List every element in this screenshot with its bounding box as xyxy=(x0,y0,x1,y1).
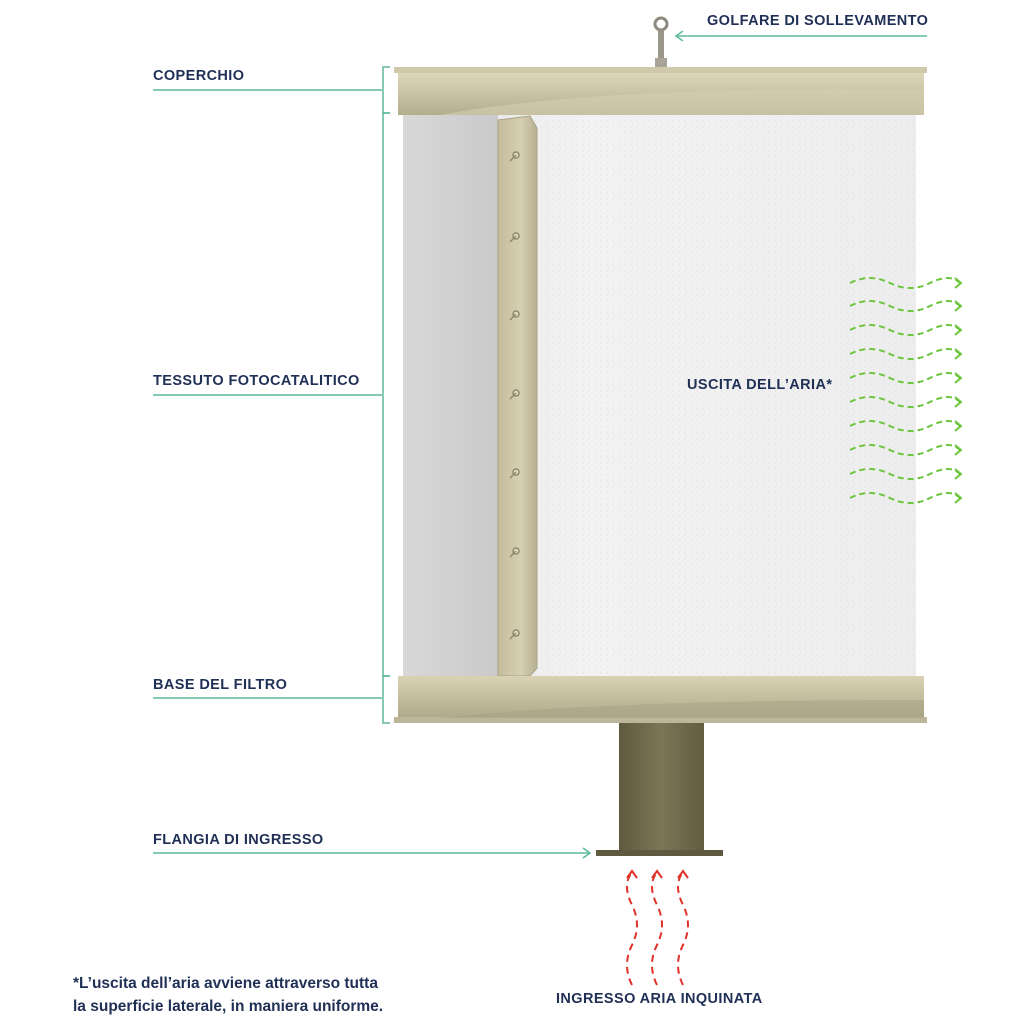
footnote: *L’uscita dell’aria avviene attraverso t… xyxy=(73,972,383,1018)
inlet-duct xyxy=(596,723,723,856)
label-inlet-flange: FLANGIA DI INGRESSO xyxy=(153,832,324,848)
outlet-air-arrows xyxy=(849,277,961,504)
footnote-line-2: la superficie laterale, in maniera unifo… xyxy=(73,998,384,1015)
leader-lines xyxy=(153,30,927,859)
filter-base xyxy=(394,676,927,723)
footnote-line-1: *L’uscita dell’aria avviene attraverso t… xyxy=(73,975,378,992)
label-lid: COPERCHIO xyxy=(153,68,245,84)
inlet-arrowheads xyxy=(626,869,689,879)
lifting-eyebolt xyxy=(653,16,669,67)
label-polluted-air-inlet: INGRESSO ARIA INQUINATA xyxy=(556,991,763,1007)
photocatalytic-fabric xyxy=(403,113,916,678)
seam-hooks xyxy=(509,151,520,640)
inlet-air-arrows xyxy=(626,871,689,986)
label-lifting-eyebolt: GOLFARE DI SOLLEVAMENTO xyxy=(707,13,929,29)
label-air-outlet: USCITA DELL’ARIA* xyxy=(687,377,833,393)
label-filter-base: BASE DEL FILTRO xyxy=(153,677,288,693)
label-photocatalytic-fabric: TESSUTO FOTOCATALITICO xyxy=(153,373,360,389)
outlet-arrowheads xyxy=(954,277,963,504)
seam-strip xyxy=(497,115,538,677)
lid xyxy=(394,67,927,115)
